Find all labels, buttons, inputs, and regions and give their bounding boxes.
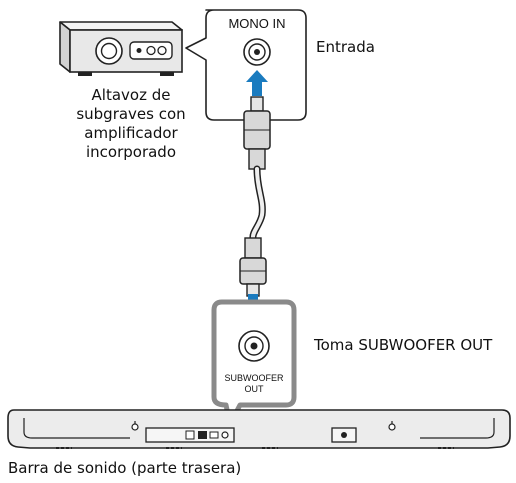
subwoofer-out-label-line1: SUBWOOFER xyxy=(224,373,284,383)
entrada-label: Entrada xyxy=(316,38,375,56)
subwoofer-out-port-icon xyxy=(221,431,229,439)
mount-hole-icon xyxy=(388,421,396,431)
subwoofer-out-label-line2: OUT xyxy=(245,384,265,394)
subwoofer-caption-line-4: incorporado xyxy=(85,143,177,161)
rca-cable xyxy=(239,96,271,297)
hdmi-port-icon xyxy=(198,431,207,439)
arrow-up-icon xyxy=(246,70,268,96)
toma-label: Toma SUBWOOFER OUT xyxy=(314,336,493,354)
power-port-icon xyxy=(185,430,195,440)
mono-in-callout: MONO IN xyxy=(185,9,307,121)
soundbar-caption: Barra de sonido (parte trasera) xyxy=(8,459,242,477)
service-port-icon xyxy=(341,432,347,438)
subwoofer-out-jack-icon xyxy=(238,330,270,362)
soundbar xyxy=(7,409,511,449)
mono-in-jack-icon xyxy=(243,38,271,66)
subwoofer-out-callout: SUBWOOFER OUT xyxy=(211,299,297,427)
subwoofer-caption-line-1: Altavoz de xyxy=(91,86,171,104)
subwoofer-caption-line-2: subgraves con xyxy=(76,105,186,123)
subwoofer-caption: Altavoz de subgraves con amplificador in… xyxy=(56,86,206,162)
mount-hole-icon xyxy=(131,421,139,431)
mono-in-label: MONO IN xyxy=(228,16,285,31)
subwoofer-caption-line-3: amplificador xyxy=(84,124,178,142)
optical-port-icon xyxy=(209,431,219,439)
subwoofer-device xyxy=(59,21,183,76)
